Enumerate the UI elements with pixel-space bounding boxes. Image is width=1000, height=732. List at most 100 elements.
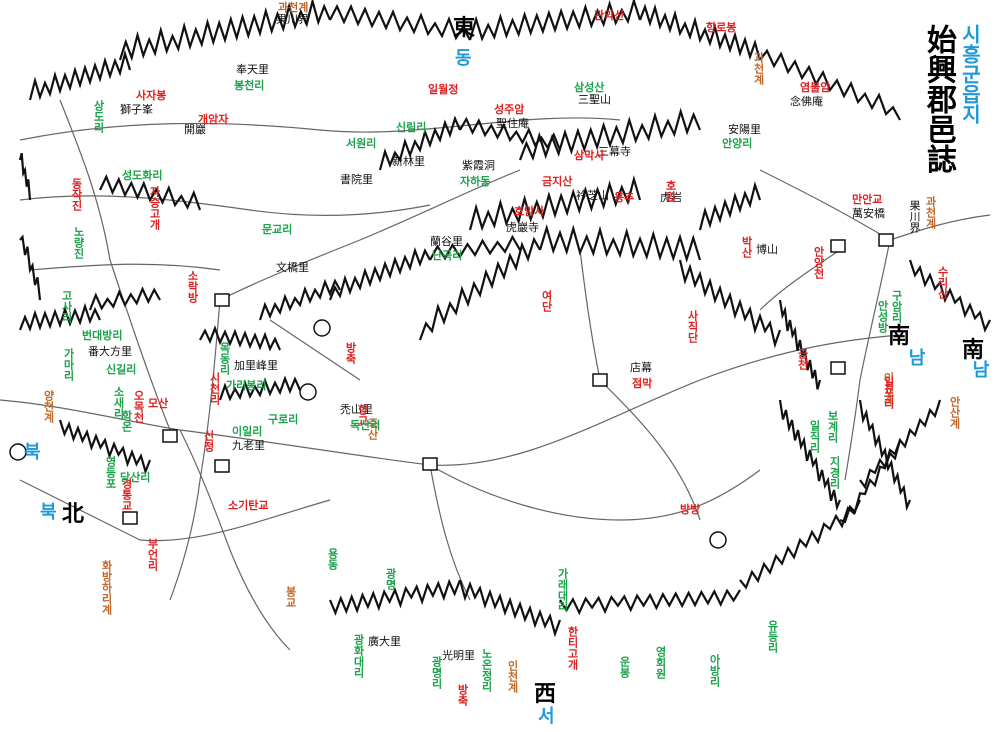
hanja-gwangmyeongri: 光明里 [442, 649, 475, 662]
label-sajikdan: 사직단 [686, 310, 699, 343]
label-sosaeri: 소새리 [112, 386, 125, 419]
mountain-ridge [739, 499, 862, 590]
hanja-samaksa: 三幕寺 [598, 145, 631, 158]
pond-marker [299, 383, 317, 401]
mountain-ridge [329, 3, 471, 41]
label-anggye: 인천계 [882, 372, 895, 405]
label-suri-san: 수리산 [936, 266, 949, 299]
mountain-ridge [19, 234, 42, 301]
mountain-ridge [908, 259, 991, 333]
label-yangchun-gye: 양천계 [42, 390, 55, 423]
label-yeodan: 여단 [540, 290, 553, 312]
label-beondaebangri: 번대방리 [82, 329, 123, 342]
label-yeonghoewon: 영회원 [654, 646, 667, 679]
town-marker [878, 233, 894, 247]
label-guamri: 구암리 [890, 290, 903, 323]
hanja-hoamsa: 虎巖寺 [506, 221, 539, 234]
mountain-ridge [559, 588, 741, 616]
hanja-anyangri: 安陽里 [728, 123, 761, 136]
label-juksan: 죽산 [366, 418, 379, 440]
hanja-samseongsan: 三聖山 [578, 93, 611, 106]
mountain-ridge [18, 152, 32, 201]
mountain-ridges [18, 0, 991, 638]
west-direction-hanja: 西 [534, 681, 557, 707]
label-samaksa: 삼막사 [574, 149, 605, 162]
mountain-ridge [778, 299, 822, 390]
town-marker [122, 511, 138, 525]
mountain-ridge [199, 325, 282, 352]
label-sajabong: 사자봉 [136, 89, 167, 102]
label-gamanri: 가마리 [62, 348, 75, 381]
hanja-garibongri: 加里峰里 [234, 359, 278, 372]
mountain-ridge [459, 116, 562, 151]
label-hoamsa: 호암사 [514, 205, 545, 218]
east-direction-hanja: 東 [453, 15, 476, 41]
mountain-ridge [28, 49, 132, 101]
label-gwacheon-gye-ne: 과천계 [752, 52, 765, 85]
label-yongchu: 용추 [614, 191, 635, 204]
label-hantigogae: 한티고개 [566, 626, 579, 670]
label-jeommak: 점막 [632, 377, 653, 390]
label-garibongri: 가리봉리 [226, 379, 267, 392]
hanja-sinrimri: 新林里 [392, 155, 425, 168]
mountain-ridge [378, 115, 462, 171]
label-hyanggyo: 향교 [356, 404, 369, 426]
label-omokcheon: 오목천 [132, 390, 145, 423]
map-title-korean: 시흥군읍지 [958, 24, 982, 124]
east-direction-korean: 동 [455, 48, 472, 69]
mountain-ridge [258, 278, 341, 321]
label-gwanghwadaeri: 광화대리 [352, 634, 365, 678]
label-singilri: 신길리 [106, 363, 137, 376]
west-direction-korean: 서 [538, 706, 555, 727]
mountain-ridge [678, 259, 782, 349]
label-gyeongtongyo: 경통교 [120, 478, 133, 511]
mountain-ridge [468, 175, 642, 232]
hanja-bongcheonri: 奉天里 [236, 63, 269, 76]
mountain-ridge [58, 419, 152, 475]
mountain-ridge [778, 399, 842, 512]
hanja-seowonri: 書院里 [340, 173, 373, 186]
label-mungyori: 문교리 [262, 223, 293, 236]
label-manangyo: 만안교 [852, 193, 883, 206]
label-baksan: 박산 [740, 236, 753, 258]
mountain-ridge [328, 578, 462, 616]
hanja-geumjisan: 衿芝山 [576, 189, 609, 202]
pond-marker [9, 443, 27, 461]
label-sorakbang: 소락방 [186, 270, 199, 303]
label-mosan: 모산 [148, 397, 169, 410]
label-yudeungri: 유등리 [766, 620, 779, 653]
town-marker [214, 293, 230, 307]
south2-direction-hanja: 南 [962, 337, 985, 363]
label-gosari: 고사리 [60, 290, 73, 323]
label-ilri-jigyeong: 일직리 [808, 420, 821, 453]
hanja-gwacheon: 果川界 [276, 13, 309, 26]
label-garaedaeri: 가래대리 [556, 568, 569, 612]
north-direction-korean: 북 [40, 502, 57, 523]
label-incheon-gye: 인천계 [506, 660, 519, 693]
label-yeombulam: 염불암 [800, 81, 831, 94]
mountain-ridge [759, 48, 901, 121]
hanja-sajabong: 獅子峯 [120, 103, 153, 116]
label-bangbang: 방방 [680, 503, 701, 516]
hanja-manangyo: 萬安橋 [852, 207, 885, 220]
mountain-ridge [518, 107, 702, 162]
map-title-hanja: 始興郡邑誌 [921, 24, 956, 174]
mountain-ridge [418, 236, 541, 341]
hanja-jahadong: 紫霞洞 [462, 159, 495, 172]
label-dangsanri: 당산리 [120, 471, 151, 484]
mountain-ridge [218, 375, 302, 402]
mountain-ridge [18, 302, 101, 332]
label-sinjeong: 신정 [202, 430, 215, 452]
label-dongjakjin: 동작진 [70, 178, 83, 211]
label-unbong: 운봉 [618, 656, 631, 678]
town-marker [214, 459, 230, 473]
label-geumcheon: 금천 [796, 348, 809, 370]
label-bogyeri: 보계리 [826, 410, 839, 443]
label-yeongdeungpo: 영등포 [104, 456, 117, 489]
label-gwacheon-gye-top: 과천계 [278, 1, 309, 14]
mountain-ridge [429, 234, 521, 261]
mountain-ridge [858, 399, 912, 512]
label-anyangri: 안양리 [722, 137, 753, 150]
label-jaseunggogae: 자승고개 [148, 186, 161, 230]
